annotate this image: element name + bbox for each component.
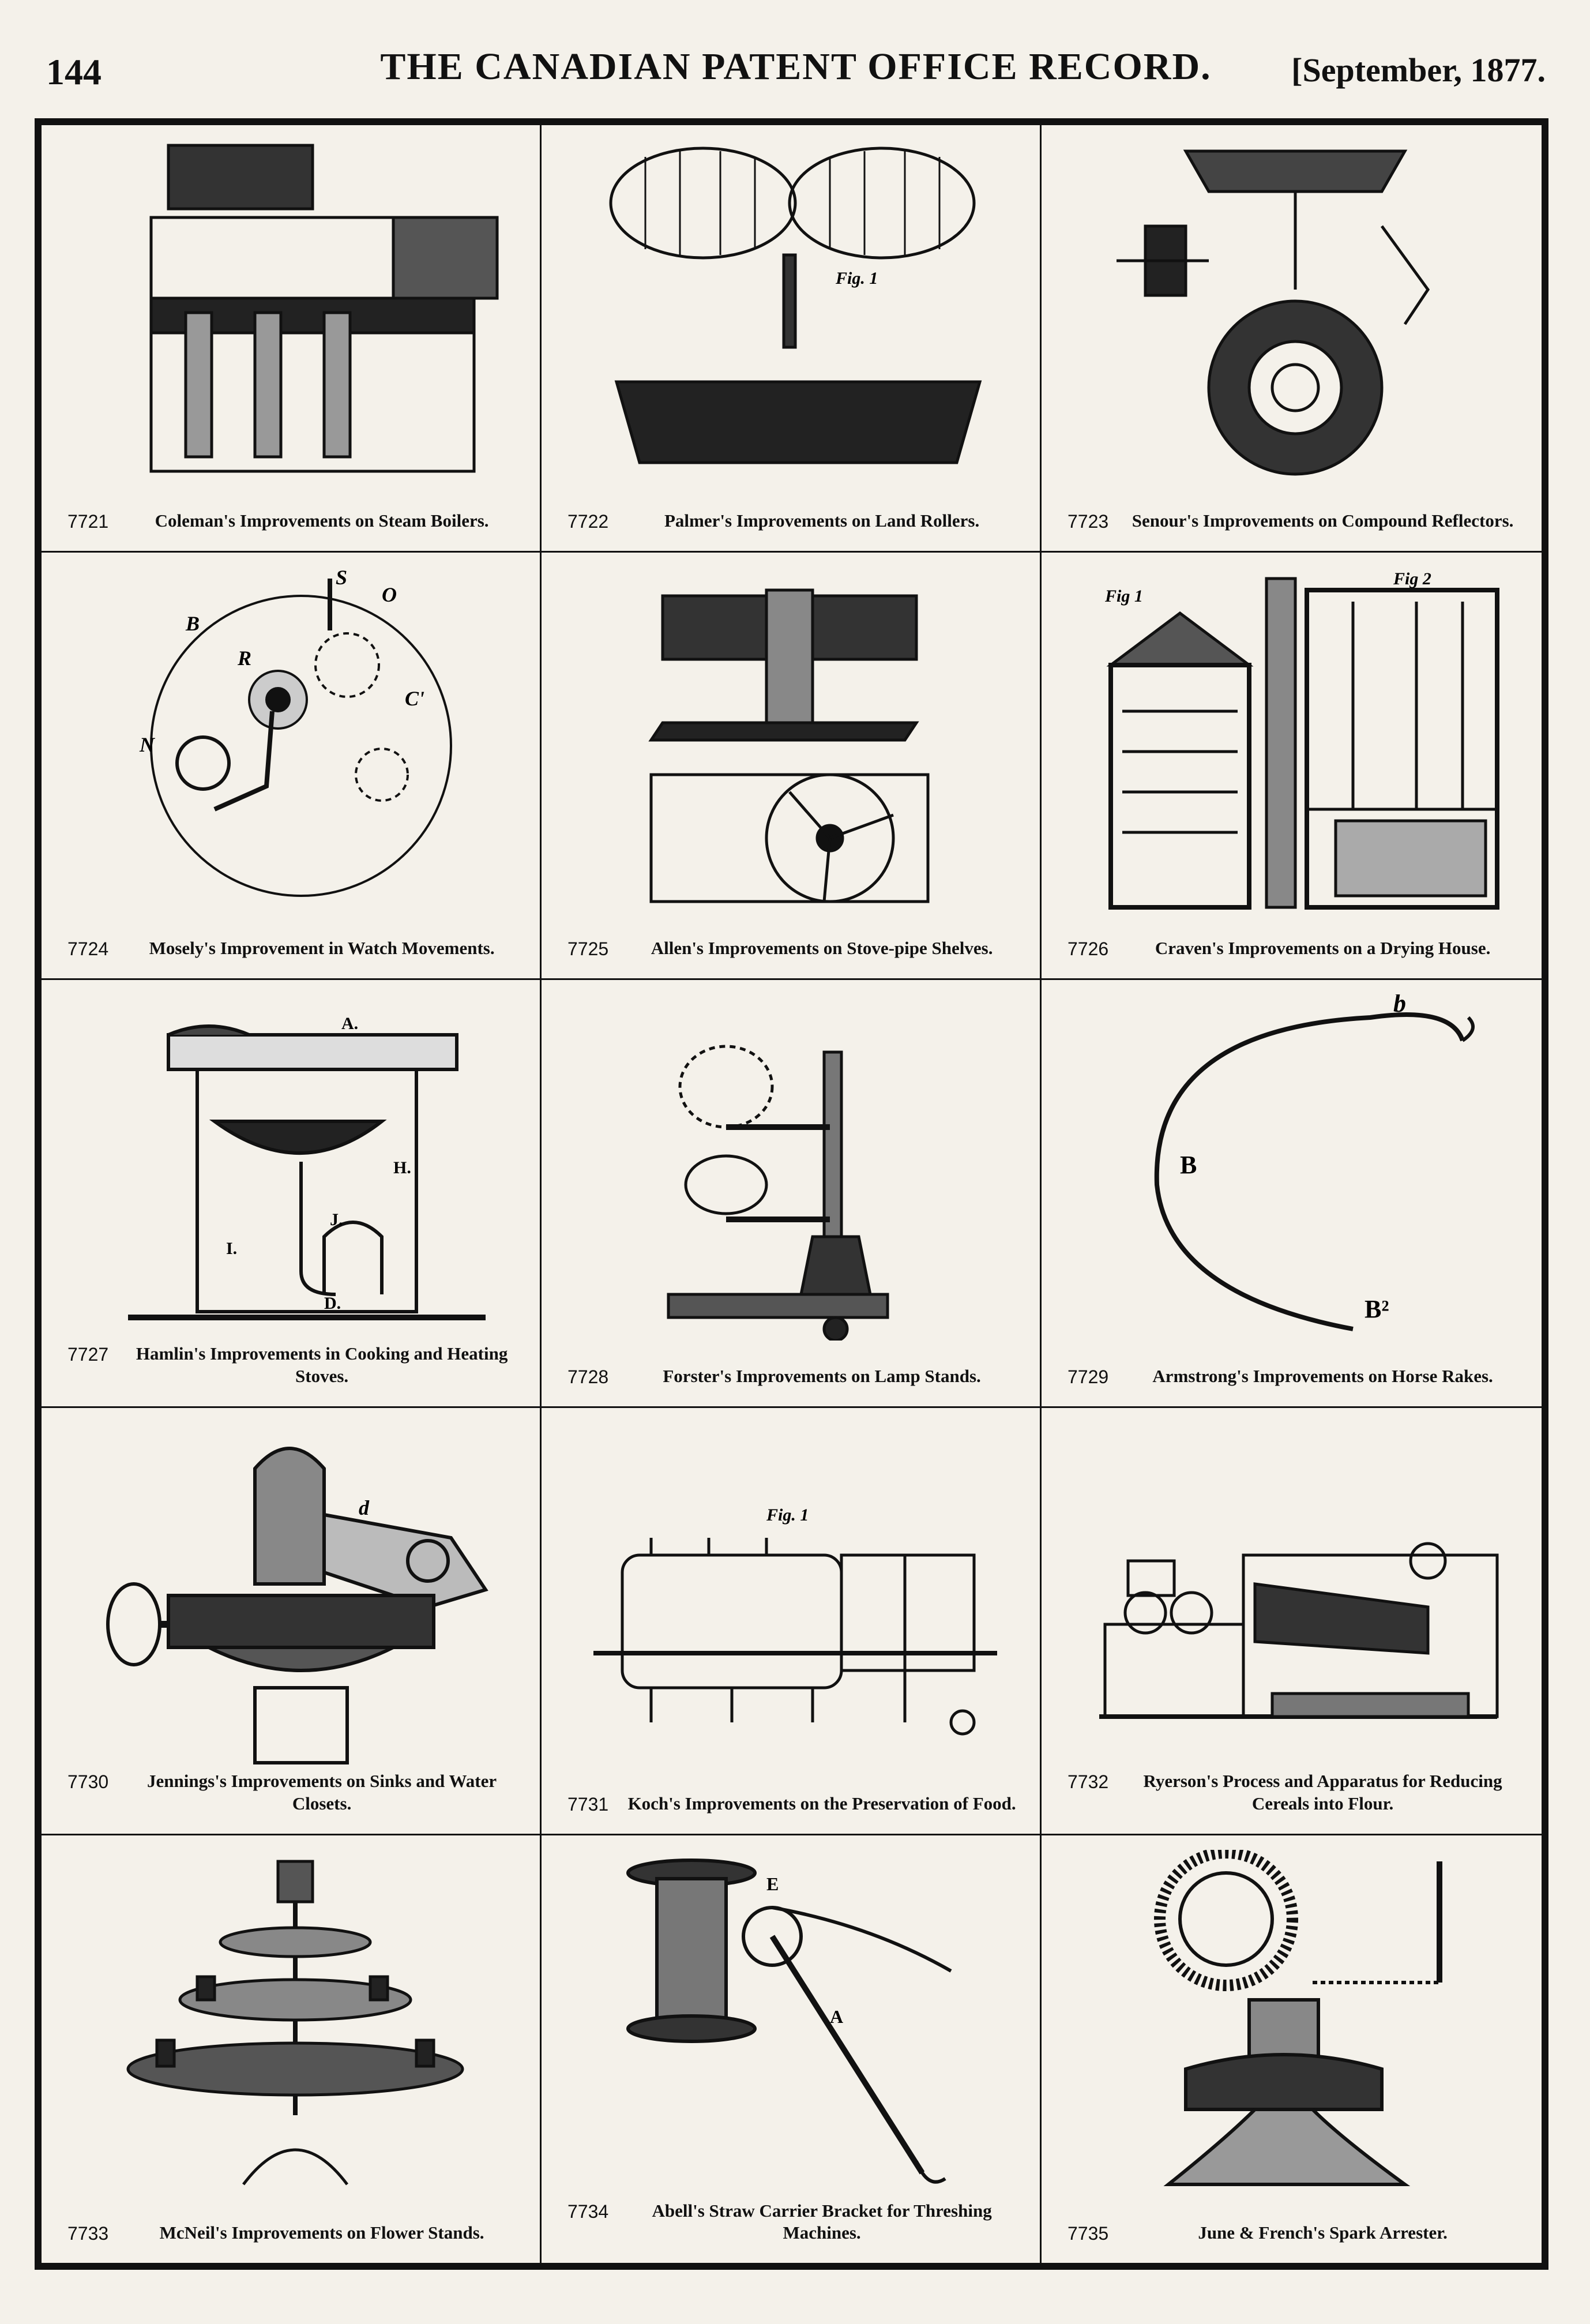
drawing-label: A: [830, 2006, 843, 2027]
patent-title: Mosely's Improvement in Watch Movements.: [149, 938, 495, 959]
straw-carrier-bracket-drawing-icon: E A: [626, 1858, 952, 2184]
page-number: 144: [46, 51, 102, 92]
stovepipe-shelf-drawing-icon: [648, 588, 930, 903]
patent-cell: b B B² 7729 Armstrong's Improvements on …: [1042, 980, 1542, 1408]
spark-arrester-drawing-icon: [1154, 1849, 1442, 2186]
lamp-stand-drawing-icon: [667, 1045, 889, 1341]
flour-mill-drawing-icon: [1099, 1542, 1499, 1719]
patent-title: Hamlin's Improvements in Cooking and Hea…: [136, 1343, 508, 1386]
steam-boiler-drawing-icon: [149, 144, 499, 473]
patent-title: Forster's Improvements on Lamp Stands.: [663, 1365, 981, 1386]
patent-cell: 7723 Senour's Improvements on Compound R…: [1042, 125, 1542, 553]
patent-cell: Fig. 1 7731 Koch's Improvements on the P…: [542, 1407, 1042, 1835]
patent-cell: 7735 June & French's Spark Arrester.: [1042, 1835, 1542, 2263]
drawing-label: D.: [324, 1294, 341, 1313]
patent-cell: 7732 Ryerson's Process and Apparatus for…: [1042, 1408, 1542, 1835]
patent-number: 7735: [1067, 2223, 1109, 2244]
drawing-label: N: [139, 733, 156, 756]
page-header: 144 THE CANADIAN PATENT OFFICE RECORD. […: [46, 45, 1546, 108]
drawing-label: E: [766, 1874, 779, 1894]
patent-number: 7724: [67, 938, 109, 960]
patent-number: 7731: [567, 1793, 609, 1815]
patent-title: Palmer's Improvements on Land Rollers.: [664, 510, 980, 531]
patent-cell: 7725 Allen's Improvements on Stove-pipe …: [542, 553, 1042, 981]
patent-title: Allen's Improvements on Stove-pipe Shelv…: [651, 938, 993, 959]
patent-cell: 7728 Forster's Improvements on Lamp Stan…: [542, 980, 1042, 1408]
compound-reflector-drawing-icon: [1117, 149, 1430, 476]
figure-label: Fig. 1: [766, 1505, 809, 1525]
patent-title: Abell's Straw Carrier Bracket for Thresh…: [652, 2200, 992, 2243]
patent-cell: Fig. 1 7722 Palmer's Improvements on Lan…: [542, 125, 1042, 553]
drying-house-drawing-icon: Fig 1 Fig 2: [1104, 569, 1499, 910]
patent-number: 7733: [67, 2223, 109, 2244]
patent-title: Koch's Improvements on the Preservation …: [627, 1793, 1016, 1814]
watch-movement-drawing-icon: S O N B R C': [139, 567, 452, 898]
drawing-label: O: [382, 583, 397, 606]
patent-number: 7725: [567, 938, 609, 960]
patent-cell: 7721 Coleman's Improvements on Steam Boi…: [42, 125, 542, 553]
patent-title: June & French's Spark Arrester.: [1198, 2222, 1448, 2243]
patent-title: Senour's Improvements on Compound Reflec…: [1132, 510, 1514, 531]
journal-title: THE CANADIAN PATENT OFFICE RECORD.: [380, 46, 1212, 88]
drawing-label: J.: [330, 1210, 343, 1229]
drawing-label: B: [1180, 1151, 1197, 1179]
figure-label: Fig. 1: [835, 269, 878, 288]
patent-number: 7729: [1067, 1366, 1109, 1387]
drawing-label: S: [336, 567, 347, 589]
patent-number: 7726: [1067, 938, 1109, 960]
patent-title: Jennings's Improvements on Sinks and Wat…: [147, 1771, 497, 1814]
patent-title: Craven's Improvements on a Drying House.: [1155, 938, 1491, 959]
drawing-label: R: [237, 647, 251, 670]
drawing-label: b: [1393, 994, 1406, 1018]
patent-number: 7728: [567, 1366, 609, 1387]
patent-title: Ryerson's Process and Apparatus for Redu…: [1143, 1771, 1502, 1814]
flower-stand-drawing-icon: [126, 1860, 464, 2186]
patent-cell: d 7730 Jennings's Improvements on Sinks …: [42, 1407, 542, 1835]
patent-cell: 7733 McNeil's Improvements on Flower Sta…: [42, 1835, 542, 2263]
patent-cell: E A 7734 Abell's Straw Carrier Bracket f…: [542, 1835, 1042, 2263]
patent-number: 7730: [67, 1771, 109, 1793]
cooking-stove-drawing-icon: A. I. J. H. D.: [128, 1014, 486, 1321]
drawing-label: d: [359, 1496, 370, 1519]
patent-number: 7732: [1067, 1771, 1109, 1793]
food-preservation-apparatus-drawing-icon: Fig. 1: [593, 1505, 997, 1736]
patent-cell: A. I. J. H. D. 7727 Hamlin's Improvement…: [42, 980, 542, 1408]
water-closet-valve-drawing-icon: d: [106, 1446, 488, 1764]
patent-cell: S O N B R C' 7724 Mosely's Improvement i…: [42, 553, 542, 981]
drawing-label: B²: [1365, 1295, 1389, 1323]
patent-title: Coleman's Improvements on Steam Boilers.: [155, 510, 489, 531]
drawing-label: B: [185, 612, 200, 635]
drawing-label: H.: [393, 1158, 411, 1177]
patent-number: 7721: [67, 511, 109, 532]
land-roller-drawing-icon: Fig. 1: [609, 147, 982, 464]
horse-rake-tooth-drawing-icon: b B B²: [1154, 994, 1475, 1332]
drawing-label: C': [405, 687, 424, 710]
issue-date: [September, 1877.: [1291, 51, 1546, 89]
drawing-label: A.: [341, 1014, 358, 1033]
patent-cell: Fig 1 Fig 2 7726 Craven's Improvements o…: [1042, 553, 1542, 981]
patent-number: 7723: [1067, 511, 1109, 532]
patent-title: Armstrong's Improvements on Horse Rakes.: [1152, 1365, 1493, 1386]
patent-number: 7734: [567, 2201, 609, 2222]
figure-label: Fig 1: [1104, 587, 1143, 606]
patent-title: McNeil's Improvements on Flower Stands.: [159, 2222, 484, 2243]
patent-number: 7722: [567, 511, 609, 532]
drawing-label: I.: [226, 1239, 237, 1258]
figure-label: Fig 2: [1393, 569, 1431, 588]
patent-drawings-grid: 7721 Coleman's Improvements on Steam Boi…: [35, 118, 1548, 2270]
patent-number: 7727: [67, 1344, 109, 1365]
